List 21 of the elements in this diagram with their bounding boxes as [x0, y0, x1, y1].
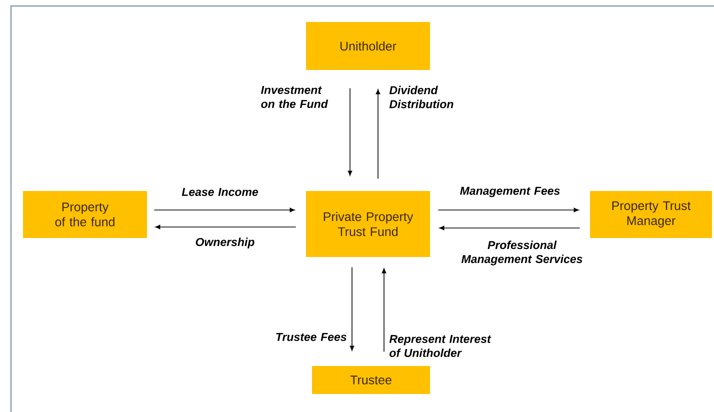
edge-label: Ownership	[196, 238, 254, 248]
edge-label: Dividend Distribution	[389, 86, 454, 108]
arrow	[348, 88, 352, 176]
arrow	[438, 208, 579, 212]
arrow	[350, 266, 354, 351]
process-box: Property of the fund	[23, 191, 147, 238]
edge-label: Represent Interest of Unitholder	[389, 335, 492, 358]
edge-label: Investment on the Fund	[261, 86, 328, 108]
arrow	[382, 268, 386, 352]
edge-label: Professional Management Services	[462, 240, 582, 266]
arrow	[439, 226, 580, 230]
arrow	[155, 224, 296, 230]
arrow	[376, 89, 380, 180]
process-box: Trustee	[312, 366, 430, 394]
edge-label: Trustee Fees	[276, 333, 346, 341]
process-box: Private Property Trust Fund	[306, 191, 430, 257]
process-box: Unitholder	[306, 22, 430, 70]
arrow	[154, 208, 295, 212]
process-box: Property Trust Manager	[590, 191, 712, 238]
edge-label: Lease Income	[182, 188, 258, 196]
edge-label: Management Fees	[460, 186, 560, 198]
